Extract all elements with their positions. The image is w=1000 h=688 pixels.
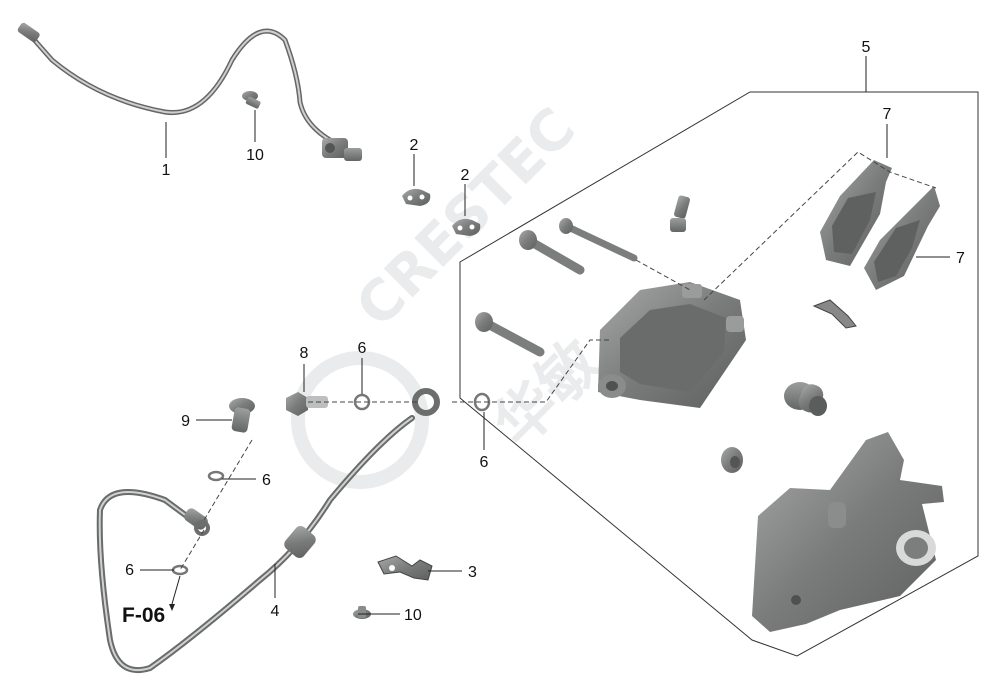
callout-4: 4 — [271, 603, 280, 620]
brake-pad — [820, 160, 892, 266]
caliper-body — [598, 282, 746, 408]
clamp-bolt — [353, 606, 371, 619]
callout-6: 6 — [358, 340, 367, 357]
watermark-logo-icon — [291, 351, 429, 489]
watermark-latin: CRESTEC — [344, 96, 588, 340]
connector-plug — [17, 22, 40, 43]
caliper-pin — [519, 230, 585, 275]
leader-lines — [140, 56, 950, 615]
callout-2: 2 — [410, 137, 419, 154]
caliper-assembly-outline — [459, 91, 979, 657]
caliper-pin — [475, 312, 545, 357]
reference-label: F-06 — [122, 604, 165, 627]
bleeder-screw — [670, 195, 690, 232]
caliper-pin — [559, 218, 638, 262]
pad-spring — [812, 299, 857, 329]
callout-2: 2 — [461, 167, 470, 184]
callout-9: 9 — [181, 413, 190, 430]
callout-5: 5 — [862, 39, 871, 56]
callout-10: 10 — [246, 147, 264, 164]
speed-sensor-head — [322, 138, 362, 161]
callout-8: 8 — [300, 345, 309, 362]
callouts: 1 2 2 3 4 5 6 6 6 6 7 7 8 9 10 10 F-06 — [122, 39, 965, 627]
sealing-washer — [207, 470, 225, 482]
callout-10: 10 — [404, 607, 422, 624]
brake-hose — [96, 388, 440, 674]
brake-pad — [864, 186, 940, 290]
shim-plate — [402, 188, 431, 206]
sensor-bolt — [242, 91, 261, 109]
callout-6: 6 — [125, 562, 134, 579]
speed-sensor-cable — [17, 22, 362, 161]
hose-clamp — [377, 555, 433, 581]
banjo-bolt-vertical — [229, 398, 255, 433]
shim-plate — [452, 218, 481, 236]
watermark-cjk: 华敏 — [481, 326, 615, 460]
hose-end-fitting — [184, 508, 210, 536]
callout-7: 7 — [956, 250, 965, 267]
pin-boot — [784, 382, 827, 416]
callout-6: 6 — [480, 454, 489, 471]
callout-1: 1 — [162, 162, 171, 179]
caliper-bracket — [752, 432, 944, 632]
callout-6: 6 — [262, 472, 271, 489]
callout-7: 7 — [883, 106, 892, 123]
pin-boot — [721, 447, 743, 473]
callout-3: 3 — [468, 564, 477, 581]
